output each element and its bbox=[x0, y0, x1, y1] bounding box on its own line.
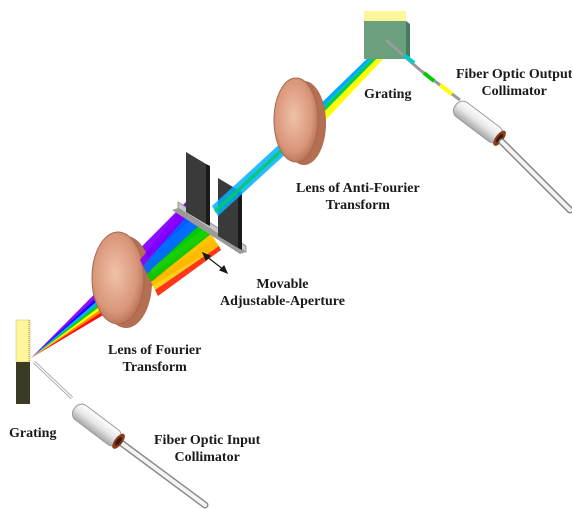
aperture-plate-left bbox=[186, 152, 210, 226]
fourier-lens bbox=[91, 231, 152, 328]
label-grating-top: Grating bbox=[364, 87, 412, 102]
aperture-move-arrow bbox=[201, 251, 229, 275]
bottom-grating bbox=[15, 319, 31, 404]
label-anti-fourier-lens: Lens of Anti-Fourier Transform bbox=[296, 181, 420, 213]
filtered-beam bbox=[212, 50, 384, 216]
label-fourier-lens: Lens of Fourier Transform bbox=[108, 343, 202, 375]
output-fiber-stub bbox=[385, 38, 461, 102]
anti-fourier-lens bbox=[273, 77, 326, 165]
input-collimator bbox=[71, 403, 125, 449]
label-output-collimator: Fiber Optic Output Collimator bbox=[456, 67, 572, 99]
label-grating-bottom: Grating bbox=[9, 426, 57, 441]
output-fiber bbox=[498, 138, 572, 214]
spectrum-after-lens bbox=[140, 202, 221, 296]
output-collimator bbox=[452, 100, 506, 146]
label-aperture: Movable Adjustable-Aperture bbox=[220, 277, 345, 309]
input-fiber bbox=[116, 438, 209, 509]
label-input-collimator: Fiber Optic Input Collimator bbox=[154, 433, 261, 465]
